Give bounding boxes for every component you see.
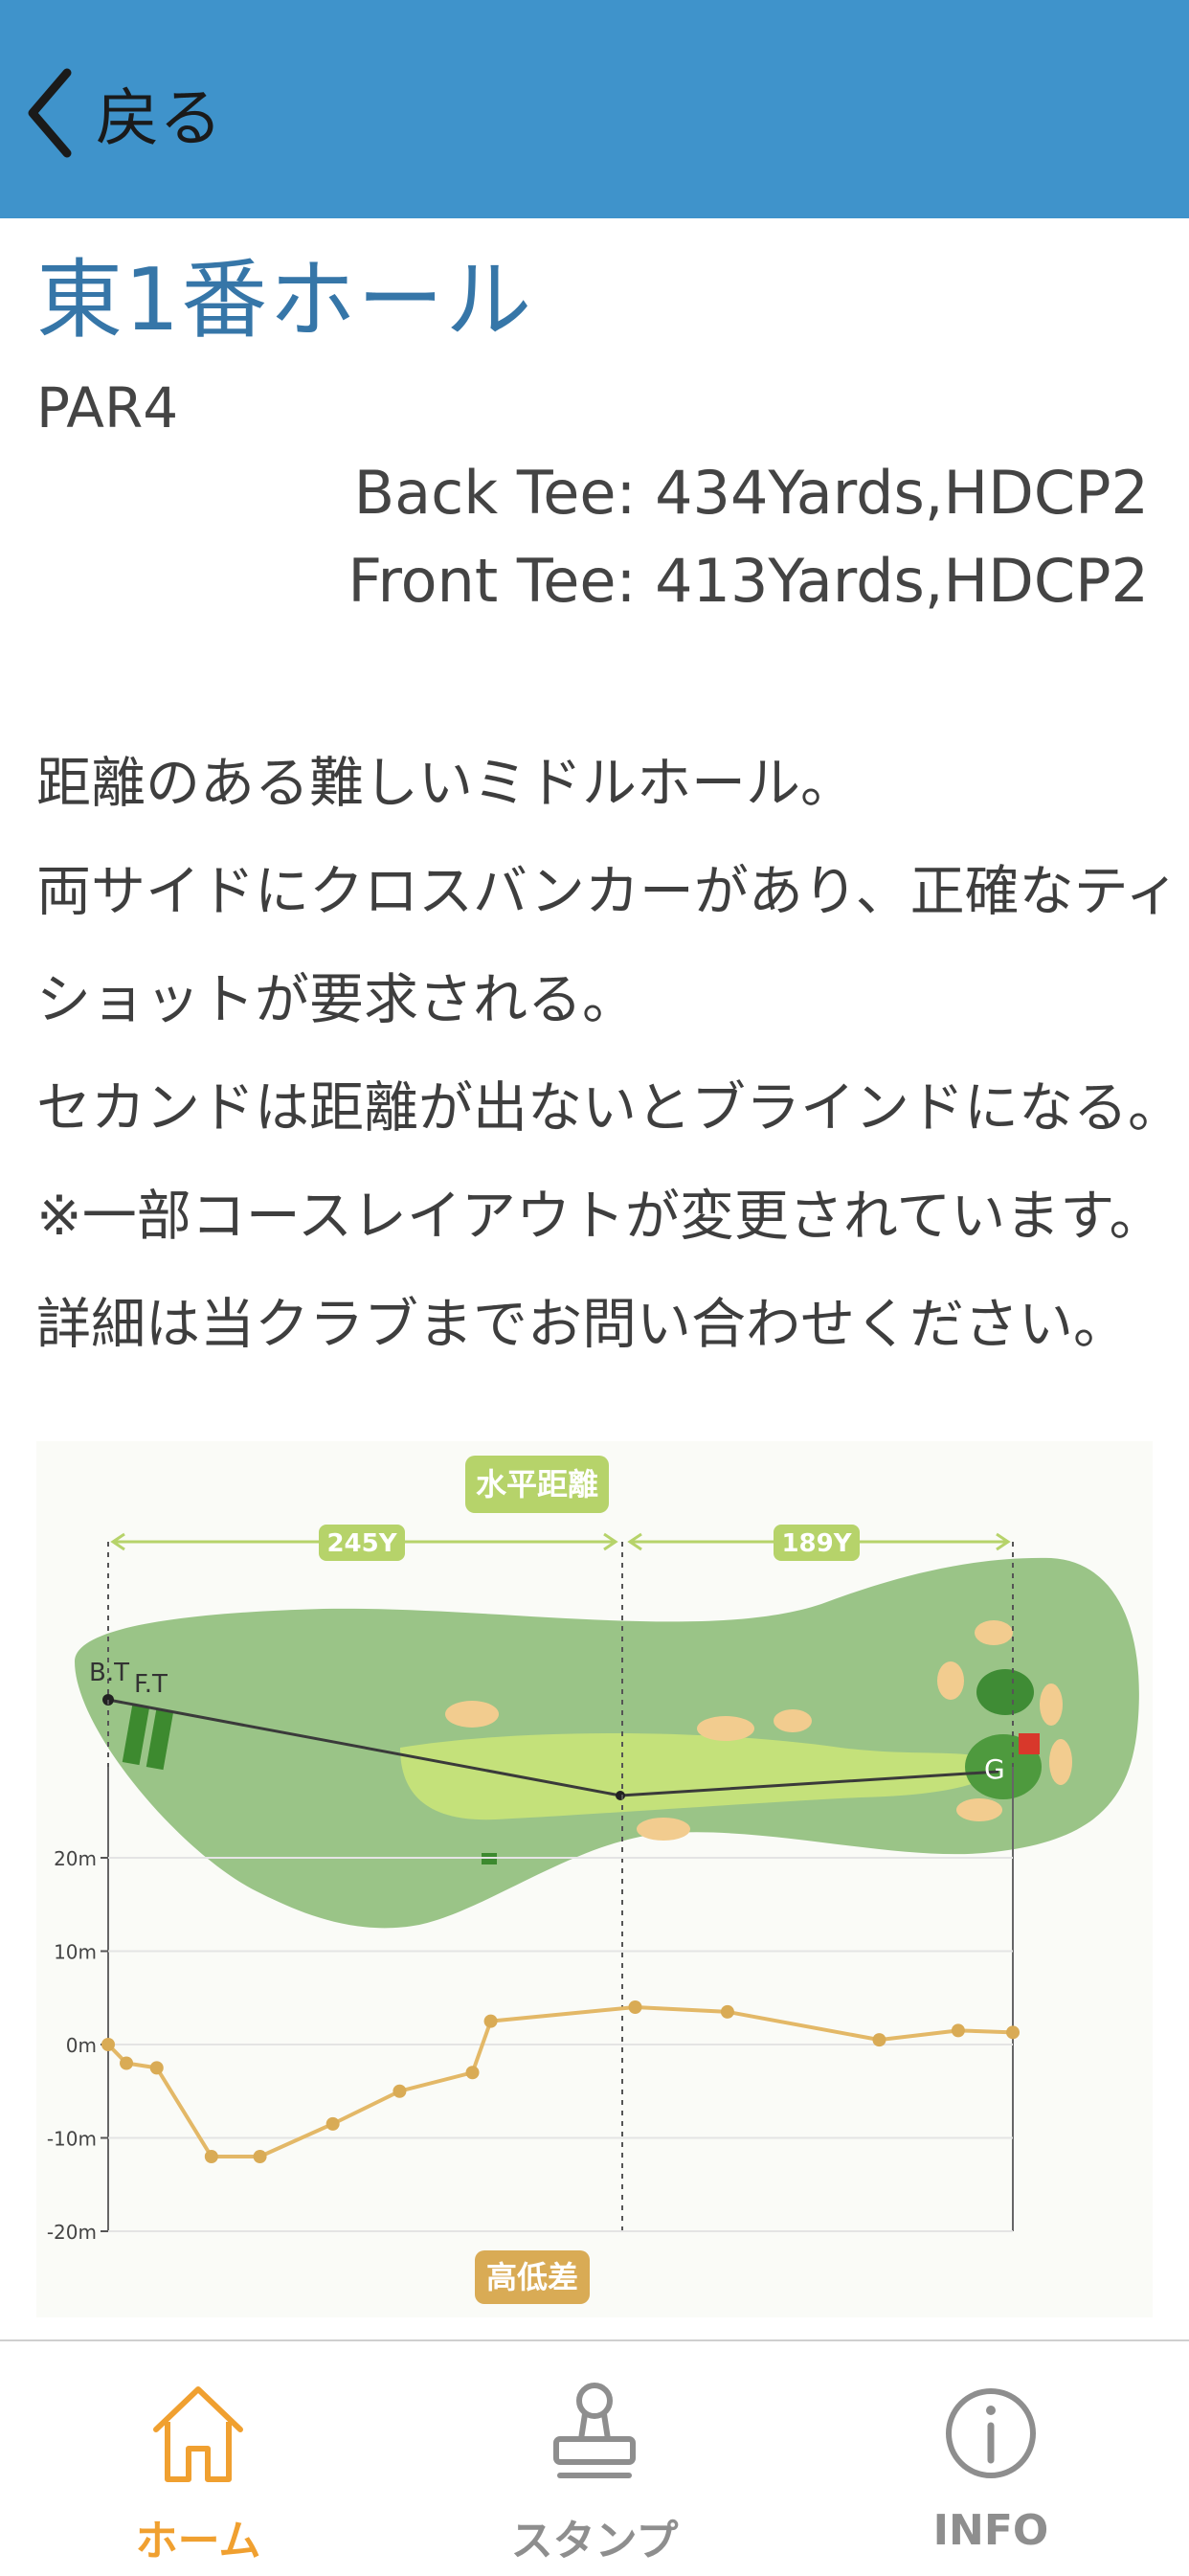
elevation-point [149, 2061, 164, 2075]
distance-arrows [110, 1532, 1011, 1551]
horizontal-label: 水平距離 [476, 1466, 598, 1503]
elevation-point [204, 2150, 218, 2163]
y-tick-label: 10m [54, 1941, 97, 1964]
back-label: 戻る [96, 81, 222, 155]
bunker [774, 1709, 812, 1732]
arrow-head [996, 1532, 1011, 1551]
elevation-point [872, 2033, 886, 2047]
tee-box [122, 1703, 150, 1766]
stamp-icon [553, 2383, 636, 2478]
tab-home-label: ホーム [135, 2517, 261, 2565]
flag [1019, 1733, 1040, 1754]
elevation-point [465, 2066, 480, 2080]
elevation-label: 高低差 [486, 2259, 578, 2295]
y-tick-label: 20m [54, 1847, 97, 1870]
tab-bar: ホーム スタンプ INFO [0, 2339, 1189, 2576]
tab-info-label: INFO [932, 2506, 1049, 2555]
elevation-point [628, 2000, 642, 2014]
tab-stamp[interactable]: スタンプ [396, 2341, 793, 2576]
back-tee-info: Back Tee: 434Yards,HDCP2 [353, 458, 1149, 528]
par-label: PAR4 [36, 375, 179, 441]
elevation-point [720, 2004, 734, 2019]
bunker [697, 1716, 754, 1741]
front-tee-info: Front Tee: 413Yards,HDCP2 [348, 546, 1149, 616]
bunker [637, 1818, 690, 1841]
arrow-head [110, 1532, 125, 1551]
info-icon [946, 2388, 1036, 2478]
hole-description: 距離のある難しいミドルホール。 両サイドにクロスバンカーがあり、正確なティ ショ… [36, 730, 1182, 1379]
course-map-svg: 水平距離 245Y 189Y B.T F.T G 20m 10m 0m -10m -20… [47, 1456, 1139, 2304]
back-button[interactable]: 戻る [25, 63, 274, 163]
nav-header: 戻る [0, 0, 1189, 218]
green-label: G [984, 1753, 1005, 1785]
bunker [956, 1798, 1002, 1821]
page-title: 東1番ホール [36, 250, 534, 350]
tab-info[interactable]: INFO [793, 2341, 1189, 2576]
elevation-point [120, 2056, 134, 2070]
ft-label: F.T [134, 1670, 168, 1699]
elevation-chart [101, 2000, 1020, 2163]
description-line: 両サイドにクロスバンカーがあり、正確なティ [36, 860, 1180, 923]
home-icon [153, 2386, 243, 2482]
landing-point [616, 1791, 625, 1800]
y-ticks: 20m 10m 0m -10m -20m [47, 1847, 1013, 2244]
green-back [976, 1669, 1034, 1715]
elevation-label-bg [475, 2250, 590, 2304]
segment1-label: 245Y [326, 1529, 397, 1558]
elevation-point [253, 2150, 267, 2163]
elevation-point [1006, 2025, 1020, 2040]
arrow-head [603, 1532, 618, 1551]
y-tick-label: -20m [47, 2221, 97, 2244]
description-line: 詳細は当クラブまでお問い合わせください。 [36, 1293, 1128, 1356]
y-tick-label: 0m [66, 2034, 97, 2057]
tab-stamp-label: スタンプ [510, 2517, 679, 2565]
course-map: 水平距離 245Y 189Y B.T F.T G 20m 10m 0m -10m -20… [36, 1441, 1153, 2317]
description-line: ※一部コースレイアウトが変更されています。 [36, 1185, 1164, 1248]
tee-box [146, 1707, 174, 1771]
bt-label: B.T [89, 1659, 129, 1687]
y-tick-label: -10m [47, 2128, 97, 2151]
description-line: セカンドは距離が出ないとブラインドになる。 [36, 1076, 1182, 1140]
bunker [975, 1620, 1013, 1645]
tab-home[interactable]: ホーム [0, 2341, 396, 2576]
elevation-point [393, 2084, 407, 2098]
segment1-bg [319, 1525, 405, 1561]
elevation-line [106, 2004, 1014, 2158]
fairway [400, 1733, 1003, 1820]
bunker [445, 1701, 499, 1728]
bunkers [445, 1620, 1072, 1841]
segment2-label: 189Y [781, 1529, 852, 1558]
chevron-left-icon [28, 68, 72, 158]
elevation-point [483, 2014, 498, 2028]
elevation-point [951, 2023, 965, 2038]
bunker [1040, 1683, 1063, 1726]
arrow-head [627, 1532, 642, 1551]
horizontal-label-bg [465, 1456, 609, 1513]
description-line: 距離のある難しいミドルホール。 [36, 752, 855, 815]
bunker [1049, 1739, 1072, 1785]
segment2-bg [774, 1525, 860, 1561]
description-line: ショットが要求される。 [36, 968, 637, 1031]
elevation-point [325, 2116, 340, 2131]
bunker [937, 1661, 964, 1700]
elevation-point [101, 2038, 115, 2051]
